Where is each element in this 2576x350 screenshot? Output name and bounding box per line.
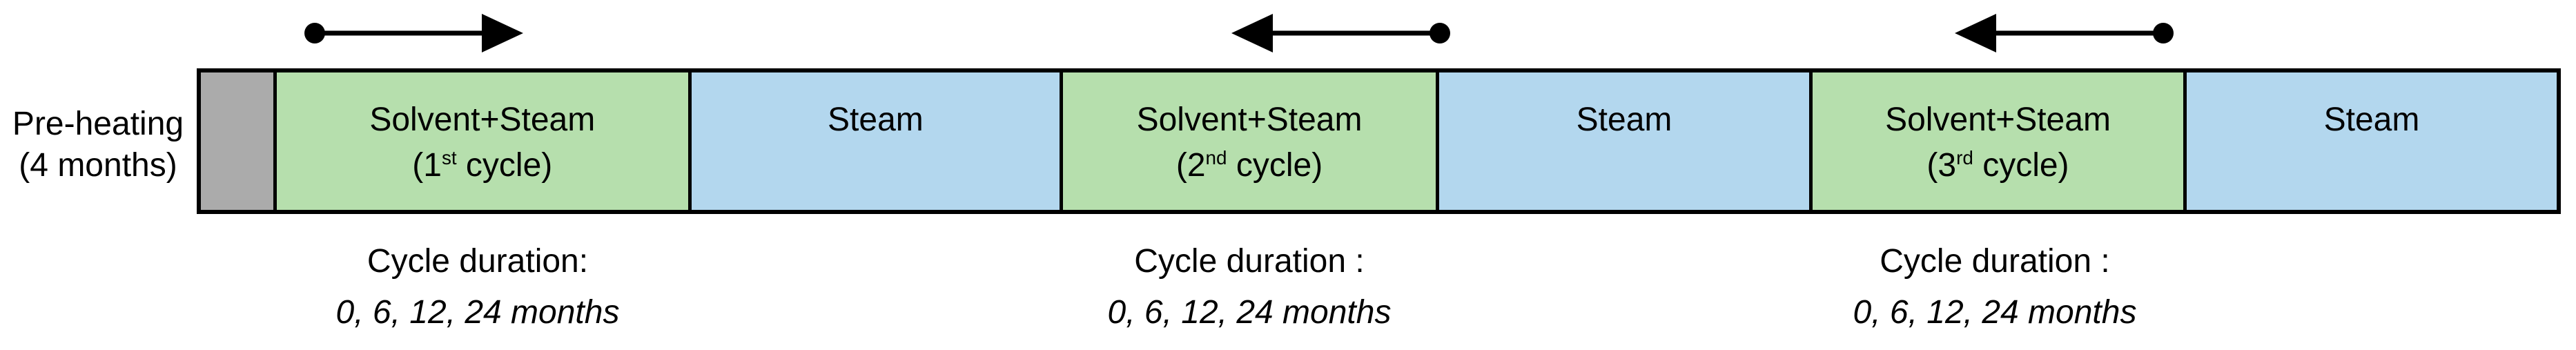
segment-label: Steam (1576, 101, 1672, 138)
segment-solvent-steam-cycle1: Solvent+Steam (1st cycle) (273, 72, 688, 210)
segment-steam-3: Steam (2183, 72, 2557, 210)
segment-label: Steam (828, 101, 924, 138)
pre-heating-label-line1: Pre-heating (12, 106, 184, 142)
pre-heating-label: Pre-heating (4 months) (0, 104, 196, 186)
cycle-duration-caption-3: Cycle duration : 0, 6, 12, 24 months (1774, 236, 2216, 338)
segment-label-line1: Solvent+Steam (369, 101, 596, 138)
segment-label-line1: Solvent+Steam (1885, 101, 2111, 138)
process-bar: Solvent+Steam (1st cycle) Steam Solvent+… (197, 68, 2561, 214)
arrow-left-icon (1231, 14, 1450, 52)
segment-label-line1: Solvent+Steam (1136, 101, 1363, 138)
segment-steam-2: Steam (1436, 72, 1809, 210)
cycle-duration-caption-2: Cycle duration : 0, 6, 12, 24 months (1028, 236, 1470, 338)
segment-solvent-steam-cycle3: Solvent+Steam (3rd cycle) (1809, 72, 2183, 210)
arrow-left-icon (1955, 14, 2174, 52)
segment-preheating (201, 72, 273, 210)
segment-label-line2: (1st cycle) (412, 147, 553, 184)
segment-steam-1: Steam (687, 72, 1060, 210)
caption-months: 0, 6, 12, 24 months (1853, 294, 2137, 331)
caption-title: Cycle duration : (1134, 243, 1365, 280)
caption-months: 0, 6, 12, 24 months (335, 294, 620, 331)
segment-label-line2: (2nd cycle) (1175, 147, 1323, 184)
segment-solvent-steam-cycle2: Solvent+Steam (2nd cycle) (1060, 72, 1436, 210)
caption-months: 0, 6, 12, 24 months (1107, 294, 1392, 331)
segment-label-line2: (3rd cycle) (1926, 147, 2069, 184)
arrow-right-icon (304, 14, 523, 52)
caption-title: Cycle duration: (367, 243, 589, 280)
segment-label: Steam (2323, 101, 2420, 138)
caption-title: Cycle duration : (1880, 243, 2110, 280)
cycle-duration-caption-1: Cycle duration: 0, 6, 12, 24 months (257, 236, 699, 338)
pre-heating-label-line2: (4 months) (19, 147, 177, 184)
